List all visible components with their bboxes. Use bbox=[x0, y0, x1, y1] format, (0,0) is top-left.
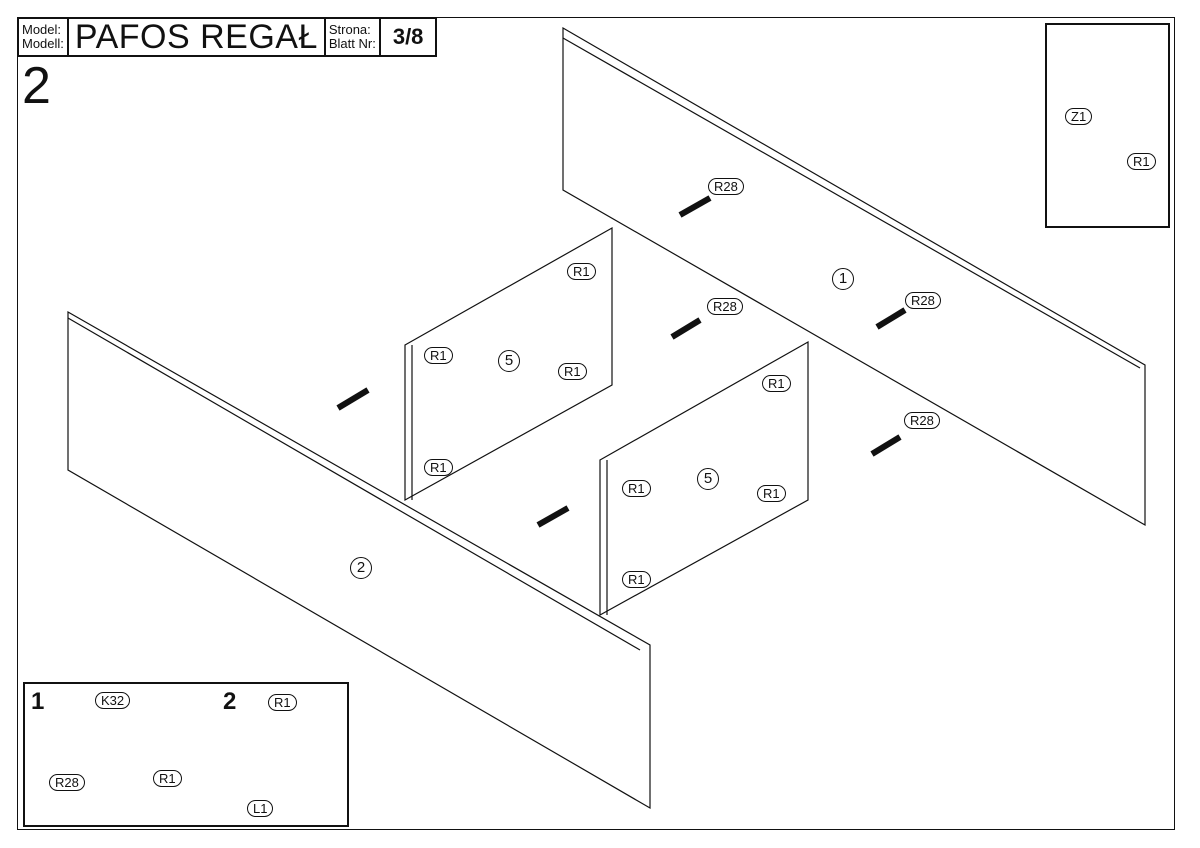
title-block: Model: Modell: PAFOS REGAŁ Strona: Blatt… bbox=[17, 17, 438, 57]
arrow-icon bbox=[678, 195, 712, 218]
inset-step-1: 1 bbox=[31, 688, 45, 715]
tag-r1: R1 bbox=[1127, 153, 1156, 170]
arrow-icon bbox=[336, 387, 370, 411]
model-label-cell: Model: Modell: bbox=[19, 19, 69, 55]
arrow-icon bbox=[670, 317, 702, 340]
tag-r1: R1 bbox=[762, 375, 791, 392]
part-number-shelf-upper: 5 bbox=[498, 350, 520, 372]
model-label-pl: Model: bbox=[22, 22, 62, 37]
page-label-de: Blatt Nr: bbox=[328, 36, 376, 51]
arrow-icon bbox=[870, 434, 902, 457]
part-number-front: 2 bbox=[350, 557, 372, 579]
tag-r28: R28 bbox=[707, 298, 743, 315]
tag-r1: R1 bbox=[424, 347, 453, 364]
part-number-back: 1 bbox=[832, 268, 854, 290]
page-label-pl: Strona: bbox=[328, 22, 371, 37]
model-label-de: Modell: bbox=[22, 36, 64, 51]
tag-k32: K32 bbox=[95, 692, 131, 709]
model-name: PAFOS REGAŁ bbox=[69, 18, 326, 56]
inset-step-2: 2 bbox=[223, 688, 237, 715]
tag-r1: R1 bbox=[567, 263, 596, 280]
back-panel-top-edge bbox=[562, 37, 1141, 369]
tag-r1: R1 bbox=[424, 459, 453, 476]
page-frame bbox=[17, 17, 1175, 830]
tag-r1: R1 bbox=[558, 363, 587, 380]
tag-r28: R28 bbox=[708, 178, 744, 195]
tag-r1: R1 bbox=[268, 694, 297, 711]
inset-cap-instructions: Z1 R1 bbox=[1045, 23, 1170, 228]
step-number: 2 bbox=[22, 57, 51, 115]
page-number: 3/8 bbox=[392, 24, 424, 49]
tag-z1: Z1 bbox=[1065, 108, 1093, 125]
tag-r28: R28 bbox=[49, 774, 85, 791]
back-panel bbox=[562, 26, 1146, 527]
tag-r1: R1 bbox=[757, 485, 786, 502]
arrow-icon bbox=[536, 505, 570, 528]
tag-r1: R1 bbox=[153, 770, 182, 787]
arrow-icon bbox=[875, 307, 907, 330]
tag-r28: R28 bbox=[905, 292, 941, 309]
tag-r1: R1 bbox=[622, 571, 651, 588]
tag-r1: R1 bbox=[622, 480, 651, 497]
tag-l1: L1 bbox=[247, 800, 274, 817]
inset-fitting-instructions: 1 K32 R28 R1 2 R1 L1 bbox=[23, 682, 349, 827]
page-label-cell: Strona: Blatt Nr: bbox=[326, 19, 381, 55]
front-panel-edge bbox=[67, 317, 641, 651]
part-number-shelf-lower: 5 bbox=[697, 468, 719, 490]
tag-r28: R28 bbox=[904, 412, 940, 429]
